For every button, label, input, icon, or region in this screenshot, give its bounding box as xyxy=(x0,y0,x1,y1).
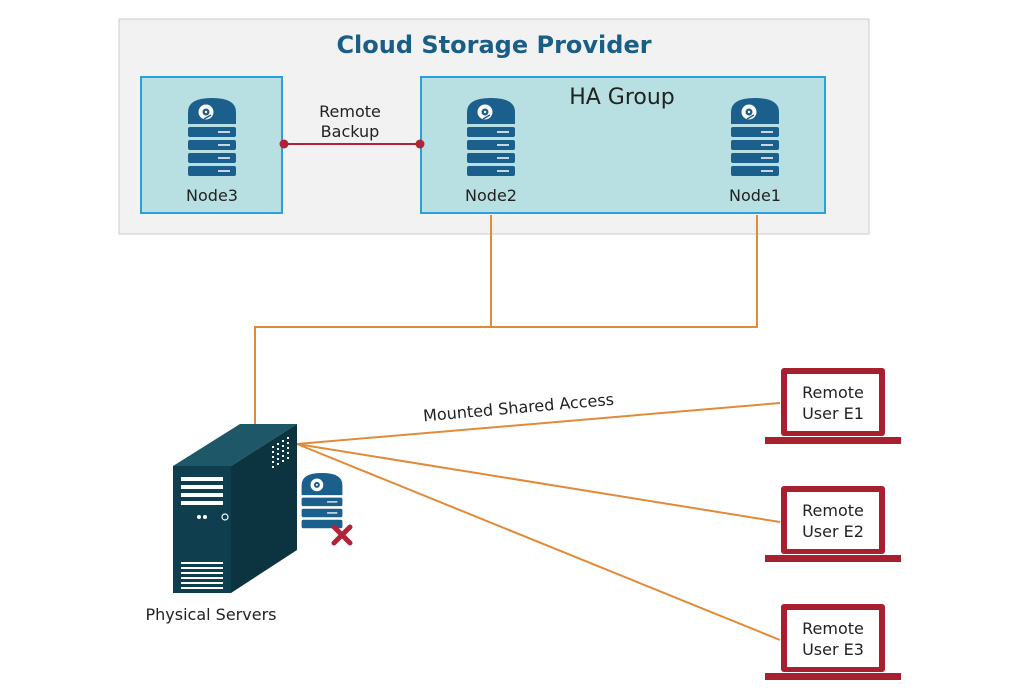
user-e2-line2: User E2 xyxy=(802,522,864,541)
physical-servers-label: Physical Servers xyxy=(146,605,277,624)
node2-label: Node2 xyxy=(465,186,517,205)
user-e1-line2: User E1 xyxy=(802,404,864,423)
remote-backup-label-line1: Remote xyxy=(319,102,381,121)
cloud-provider-title: Cloud Storage Provider xyxy=(336,31,651,59)
node3-label: Node3 xyxy=(186,186,238,205)
server-tower-icon xyxy=(173,424,297,593)
user-e1-line1: Remote xyxy=(802,383,864,402)
user-e3-line1: Remote xyxy=(802,619,864,638)
backup-endpoint-left xyxy=(279,139,289,149)
remote-backup-label-line2: Backup xyxy=(321,122,380,141)
failed-disk-icon xyxy=(301,473,343,529)
user-e3-line2: User E3 xyxy=(802,640,864,659)
x-mark-icon xyxy=(331,524,353,546)
access-line-e3 xyxy=(296,443,781,641)
access-line-e1 xyxy=(296,402,781,445)
ha-group-label: HA Group xyxy=(569,85,675,110)
backup-endpoint-right xyxy=(415,139,425,149)
node1-label: Node1 xyxy=(729,186,781,205)
user-e2-line1: Remote xyxy=(802,501,864,520)
node1-to-server-line xyxy=(254,215,758,424)
access-line-e2 xyxy=(296,443,781,523)
